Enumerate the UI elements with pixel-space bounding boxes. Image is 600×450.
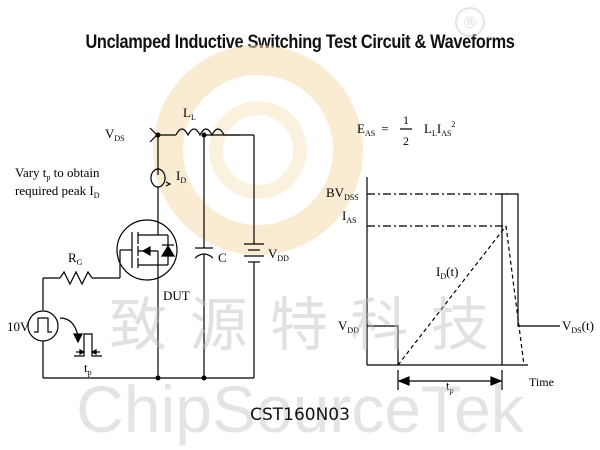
dut-mosfet-symbol	[116, 219, 178, 281]
junction-dot	[201, 375, 207, 381]
vdd-circuit-label: VDD	[268, 246, 289, 263]
waveform-plot	[366, 128, 560, 390]
id-fall	[505, 225, 525, 366]
ias-label: IAS	[342, 208, 357, 225]
vds-waveform	[501, 193, 560, 365]
inductor-symbol	[175, 128, 225, 137]
tp-pulse-icon	[74, 333, 102, 357]
watermark-logo: ®	[153, 7, 485, 255]
bvdss-label: BVDSS	[326, 185, 359, 202]
source-label: 10V	[7, 319, 30, 334]
vary-tp-line1: Vary tp to obtain	[15, 165, 100, 182]
inductor-label: LL	[183, 105, 196, 122]
idt-label: ID(t)	[436, 264, 458, 281]
vary-tp-line2: required peak ID	[15, 183, 100, 200]
vds-waveform-low-left	[367, 325, 399, 365]
eas-label: EAS=	[357, 121, 389, 138]
vdst-label: VDS(t)	[562, 318, 594, 335]
watermark-chinese: 致 源 特 科 技	[109, 291, 491, 359]
watermark-english: ChipSourceTek	[76, 372, 525, 446]
dut-label: DUT	[163, 288, 190, 303]
part-number: CST160N03	[250, 405, 350, 425]
tp-wave-label: tp	[446, 378, 454, 395]
gate-resistor	[59, 270, 93, 286]
pulse-arrow	[59, 317, 79, 337]
circuit	[27, 127, 264, 379]
eq-rhs: LLIAS2	[424, 120, 455, 138]
time-label: Time	[529, 375, 554, 389]
vds-label: VDS	[105, 126, 125, 143]
id-ramp	[397, 225, 507, 366]
cap-label: C	[218, 250, 227, 265]
junction-dot	[155, 132, 161, 138]
eq-numerator: 1	[403, 113, 409, 127]
pulse-source	[27, 310, 59, 342]
registered-mark: ®	[462, 13, 478, 32]
junction-dot	[201, 132, 207, 138]
tp-circuit-label: tp	[84, 360, 92, 377]
eq-denominator: 2	[403, 134, 409, 148]
page-title: Unclamped Inductive Switching Test Circu…	[85, 32, 515, 53]
junction-dot	[155, 375, 161, 381]
id-label: ID	[176, 168, 186, 185]
vdd-wave-label: VDD	[338, 318, 359, 335]
rg-label: RG	[68, 250, 83, 267]
